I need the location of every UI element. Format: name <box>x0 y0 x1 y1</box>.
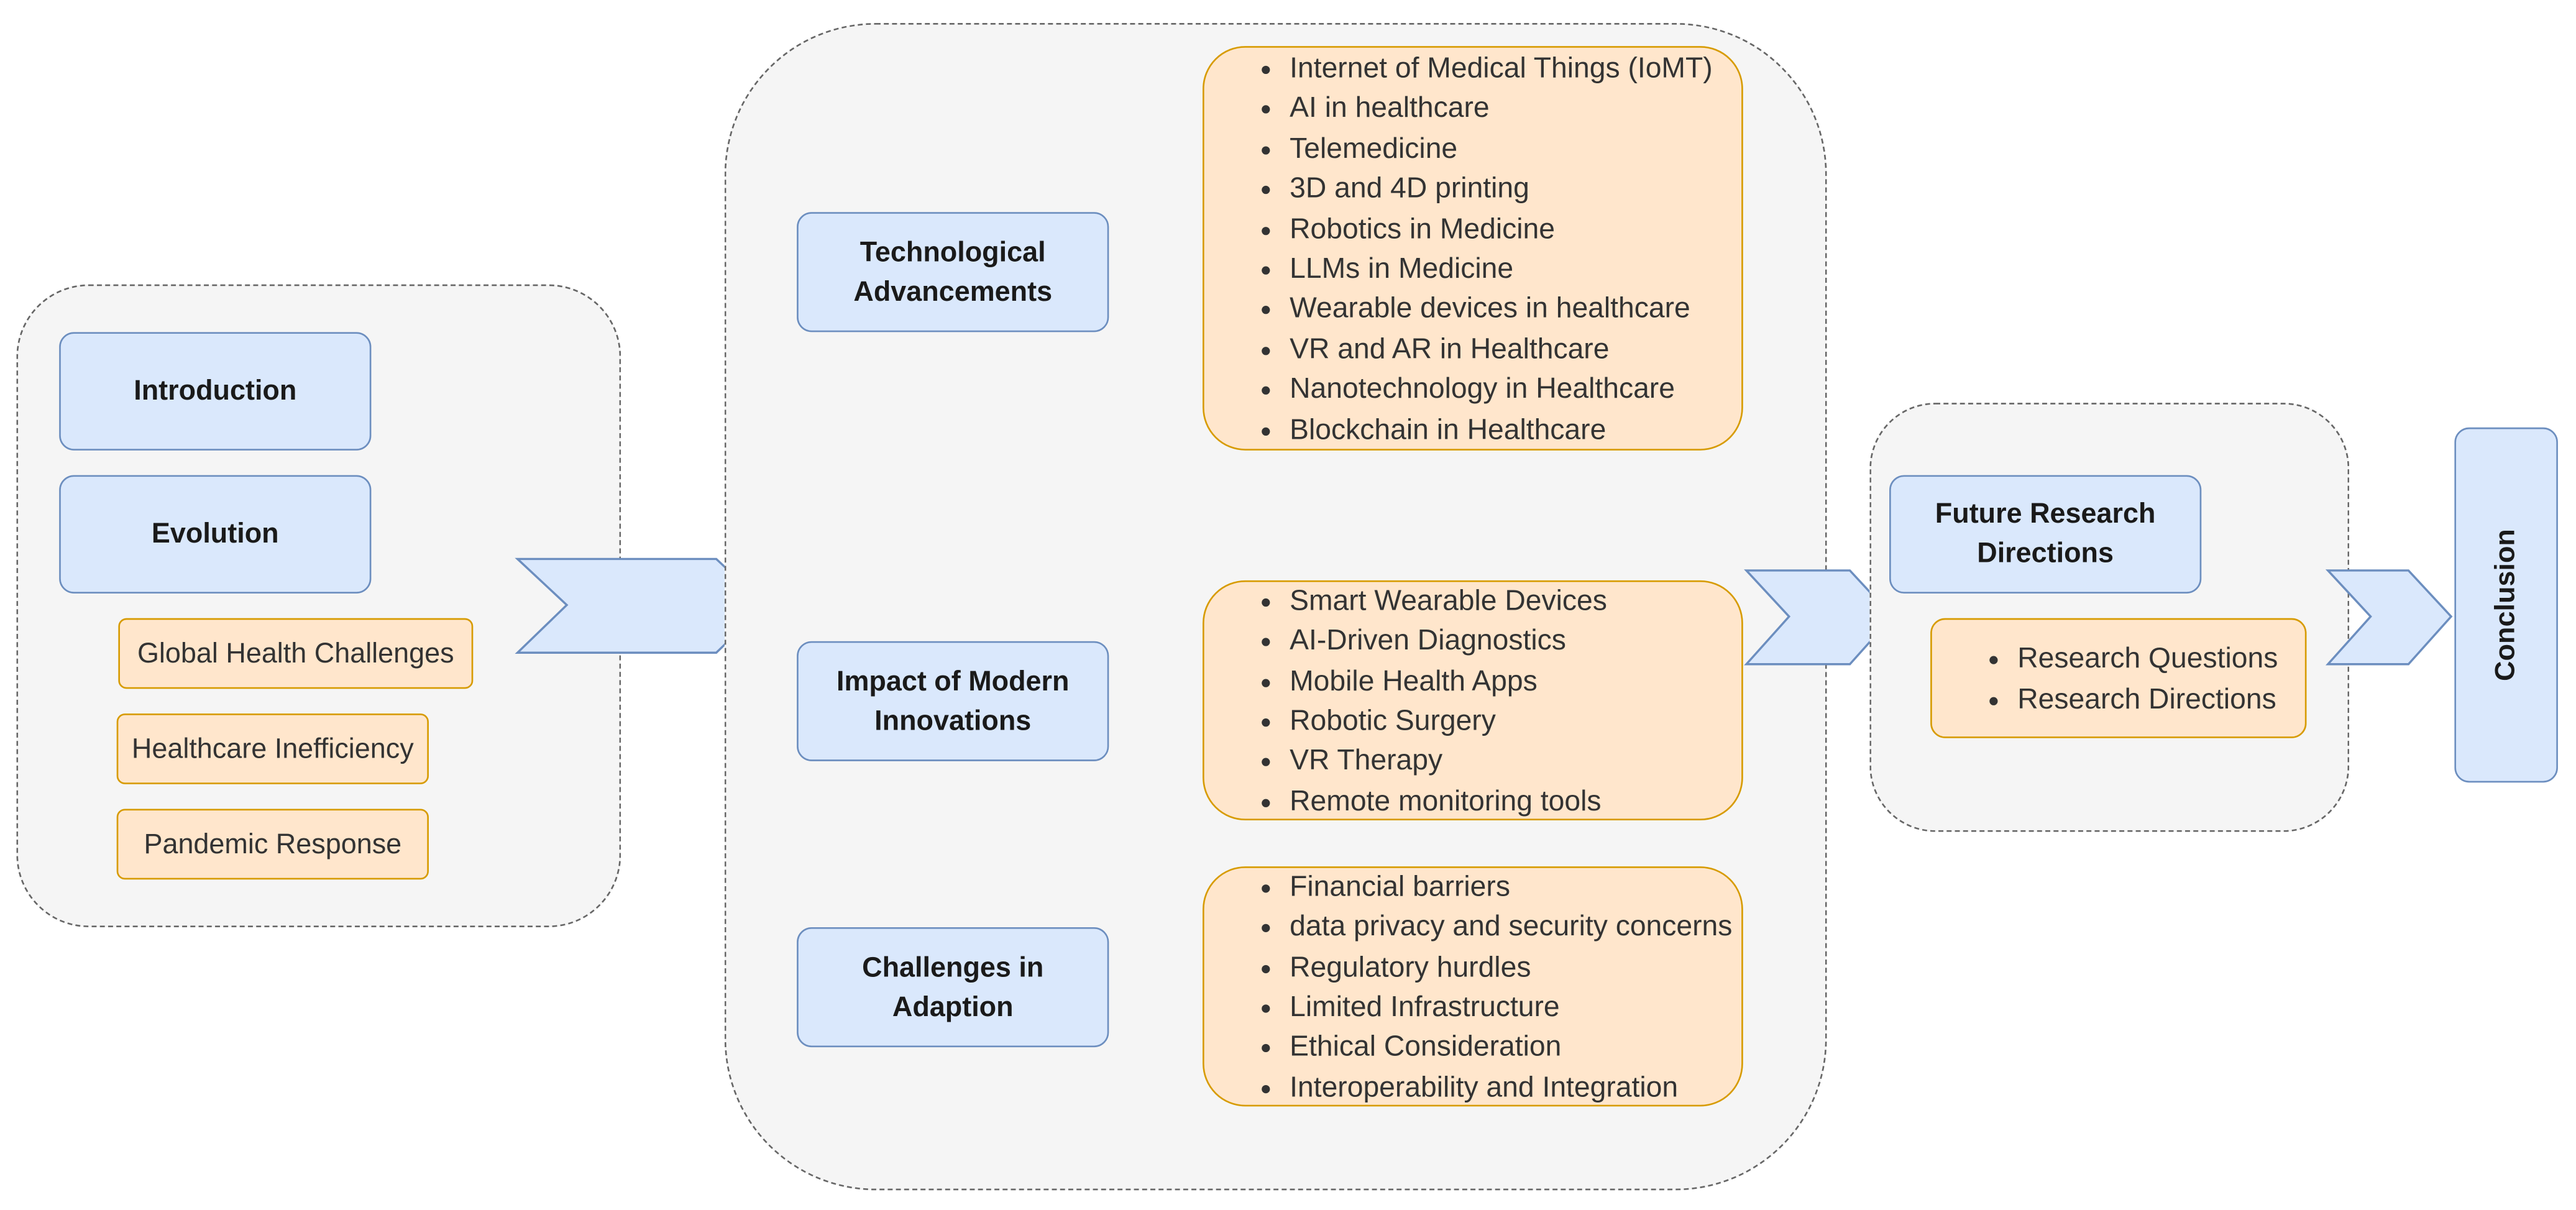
chevron-arrow-3-shape <box>2325 569 2453 666</box>
list-item: VR Therapy <box>1290 741 1741 781</box>
list-item: Regulatory hurdles <box>1290 946 1741 987</box>
tag-global-health-challenges: Global Health Challenges <box>118 618 474 689</box>
list-item: Blockchain in Healthcare <box>1290 409 1741 449</box>
list-item: Financial barriers <box>1290 866 1741 907</box>
chevron-arrow-1 <box>515 557 768 654</box>
list-item: Internet of Medical Things (IoMT) <box>1290 48 1741 88</box>
conclusion-label: Conclusion <box>2490 529 2521 681</box>
list-item: LLMs in Medicine <box>1290 248 1741 288</box>
challenges-adaption-list: Financial barriersdata privacy and secur… <box>1203 866 1743 1107</box>
chevron-arrow-2-shape <box>1744 569 1894 666</box>
future-research-items: Research QuestionsResearch Directions <box>1932 638 2305 718</box>
technological-advancements-items: Internet of Medical Things (IoMT)AI in h… <box>1204 48 1741 449</box>
introduction-box: Introduction <box>59 332 372 451</box>
chevron-arrow-2 <box>1744 569 1894 666</box>
list-item: Ethical Consideration <box>1290 1027 1741 1067</box>
list-item: Mobile Health Apps <box>1290 660 1741 700</box>
impact-modern-innovations-items: Smart Wearable DevicesAI-Driven Diagnost… <box>1204 580 1741 820</box>
list-item: Limited Infrastructure <box>1290 986 1741 1027</box>
list-item: Nanotechnology in Healthcare <box>1290 369 1741 409</box>
chevron-arrow-3 <box>2325 569 2453 666</box>
technological-advancements-box: Technological Advancements <box>797 212 1109 332</box>
tag-pandemic-response: Pandemic Response <box>116 809 429 880</box>
list-item: Wearable devices in healthcare <box>1290 288 1741 329</box>
impact-modern-innovations-list: Smart Wearable DevicesAI-Driven Diagnost… <box>1203 580 1743 821</box>
list-item: Telemedicine <box>1290 128 1741 168</box>
list-item: Remote monitoring tools <box>1290 781 1741 821</box>
future-research-list: Research QuestionsResearch Directions <box>1930 618 2307 738</box>
list-item: Robotic Surgery <box>1290 700 1741 741</box>
list-item: data privacy and security concerns <box>1290 906 1741 946</box>
list-item: Smart Wearable Devices <box>1290 580 1741 620</box>
challenges-adaption-items: Financial barriersdata privacy and secur… <box>1204 866 1741 1107</box>
list-item: VR and AR in Healthcare <box>1290 329 1741 369</box>
challenges-adaption-box: Challenges in Adaption <box>797 927 1109 1048</box>
list-item: AI in healthcare <box>1290 88 1741 128</box>
list-item: Research Directions <box>2017 678 2305 718</box>
technological-advancements-list: Internet of Medical Things (IoMT)AI in h… <box>1203 46 1743 451</box>
tag-healthcare-inefficiency: Healthcare Inefficiency <box>116 713 429 784</box>
future-research-directions-box: Future Research Directions <box>1889 475 2202 594</box>
list-item: Robotics in Medicine <box>1290 208 1741 249</box>
list-item: Research Questions <box>2017 638 2305 679</box>
list-item: AI-Driven Diagnostics <box>1290 620 1741 661</box>
evolution-box: Evolution <box>59 475 372 594</box>
chevron-arrow-1-shape <box>515 557 768 654</box>
future-research-group <box>1869 403 2350 832</box>
list-item: 3D and 4D printing <box>1290 168 1741 208</box>
list-item: Interoperability and Integration <box>1290 1066 1741 1107</box>
conclusion-box: Conclusion <box>2454 427 2558 783</box>
impact-modern-innovations-box: Impact of Modern Innovations <box>797 641 1109 761</box>
